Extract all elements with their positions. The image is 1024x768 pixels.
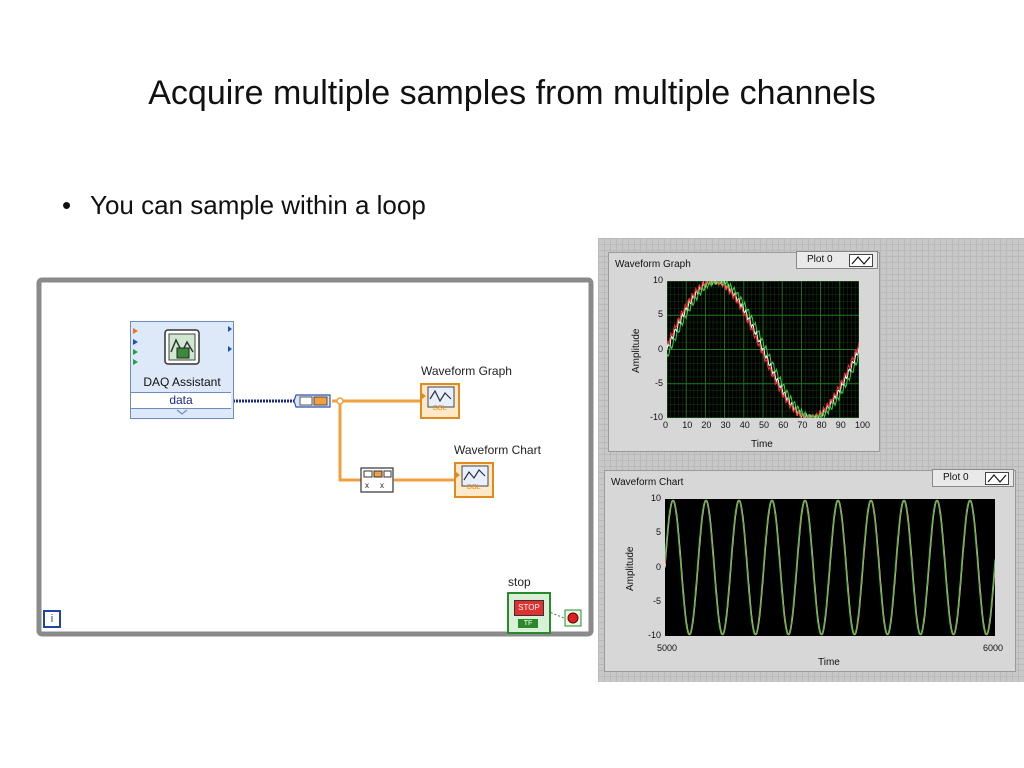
chart-ytick: -10 [647,630,661,640]
graph-ytick: 0 [657,343,663,354]
stop-button-face: STOP [514,600,544,616]
daq-data-output[interactable]: data [131,392,231,409]
stop-tf-tag: TF [518,619,538,628]
graph-series-line [667,281,859,418]
chart-xmin-tick: 5000 [657,643,678,653]
chart-ytick: 5 [655,527,661,538]
daq-assistant-label: DAQ Assistant [143,375,221,389]
graph-xtick: 90 [835,420,846,430]
graph-series-line [667,281,859,418]
waveform-chart-terminal[interactable] [454,462,494,498]
waveform-chart-label: Waveform Chart [454,443,541,457]
chart-ytick: 10 [650,493,661,503]
svg-text:x: x [380,481,384,490]
bullet-text: You can sample within a loop [90,190,426,220]
convert-dynamic-data-node[interactable] [294,394,332,408]
waveform-chart[interactable]: Waveform Chart Amplitude Time 5000 6000 … [604,470,1016,672]
plot-line-icon [849,254,873,267]
graph-xtick: 0 [663,420,669,430]
iteration-terminal: i [43,610,61,628]
chart-ytick: 0 [655,561,661,572]
daq-assistant-node[interactable]: DAQ Assistant data [130,321,234,419]
while-loop-frame [36,277,594,637]
graph-title: Waveform Graph [615,259,691,270]
chart-dbl-tag: DBL [467,484,481,491]
waveform-graph-label: Waveform Graph [421,364,512,378]
chart-xmax-tick: 6000 [983,643,1004,653]
chart-xlabel: Time [818,657,840,668]
stop-terminal[interactable]: STOP TF [507,592,551,634]
graph-xtick: 50 [759,420,770,430]
graph-ylabel: Amplitude [631,328,642,373]
graph-ytick: -5 [654,377,663,388]
bullet-item: • You can sample within a loop [62,190,426,221]
waveform-graph-terminal[interactable] [420,383,460,419]
plot-line-icon [985,472,1009,485]
chart-series-line [665,499,995,636]
graph-xtick: 10 [682,420,693,430]
graph-ytick: -10 [649,412,663,422]
graph-dbl-tag: DBL [433,405,447,412]
dbl-wires [332,399,454,482]
graph-plot-area[interactable] [667,281,859,418]
daq-assistant-icon [133,326,232,365]
expand-chevron-icon[interactable] [131,408,233,418]
graph-xtick: 30 [720,420,731,430]
graph-xtick: 70 [797,420,808,430]
graph-xtick: 100 [855,420,871,430]
bullet-icon: • [62,190,72,220]
graph-xtick: 20 [701,420,712,430]
graph-plot-legend[interactable]: Plot 0 [796,251,878,269]
chart-plot-legend[interactable]: Plot 0 [932,469,1014,487]
block-diagram: DAQ Assistant data Waveform Graph DBL x … [36,277,594,639]
loop-condition-icon[interactable] [564,609,582,627]
build-array-node[interactable]: x x [360,467,394,493]
stop-label: stop [508,575,531,589]
graph-ytick: 10 [652,275,663,285]
chart-series-line [665,499,995,636]
chart-plot-area[interactable] [665,499,995,636]
graph-xtick: 60 [778,420,789,430]
graph-series-line [667,281,859,418]
graph-xtick: 80 [816,420,827,430]
stop-wire [546,610,565,619]
graph-xlabel: Time [751,439,773,450]
chart-legend-text: Plot 0 [943,472,969,483]
svg-text:x: x [365,481,369,490]
chart-ytick: -5 [652,595,661,606]
chart-ylabel: Amplitude [625,546,636,591]
graph-xtick: 40 [739,420,750,430]
graph-ytick: 5 [657,309,663,320]
slide-title: Acquire multiple samples from multiple c… [148,74,876,112]
chart-title: Waveform Chart [611,477,684,488]
graph-legend-text: Plot 0 [807,254,833,265]
